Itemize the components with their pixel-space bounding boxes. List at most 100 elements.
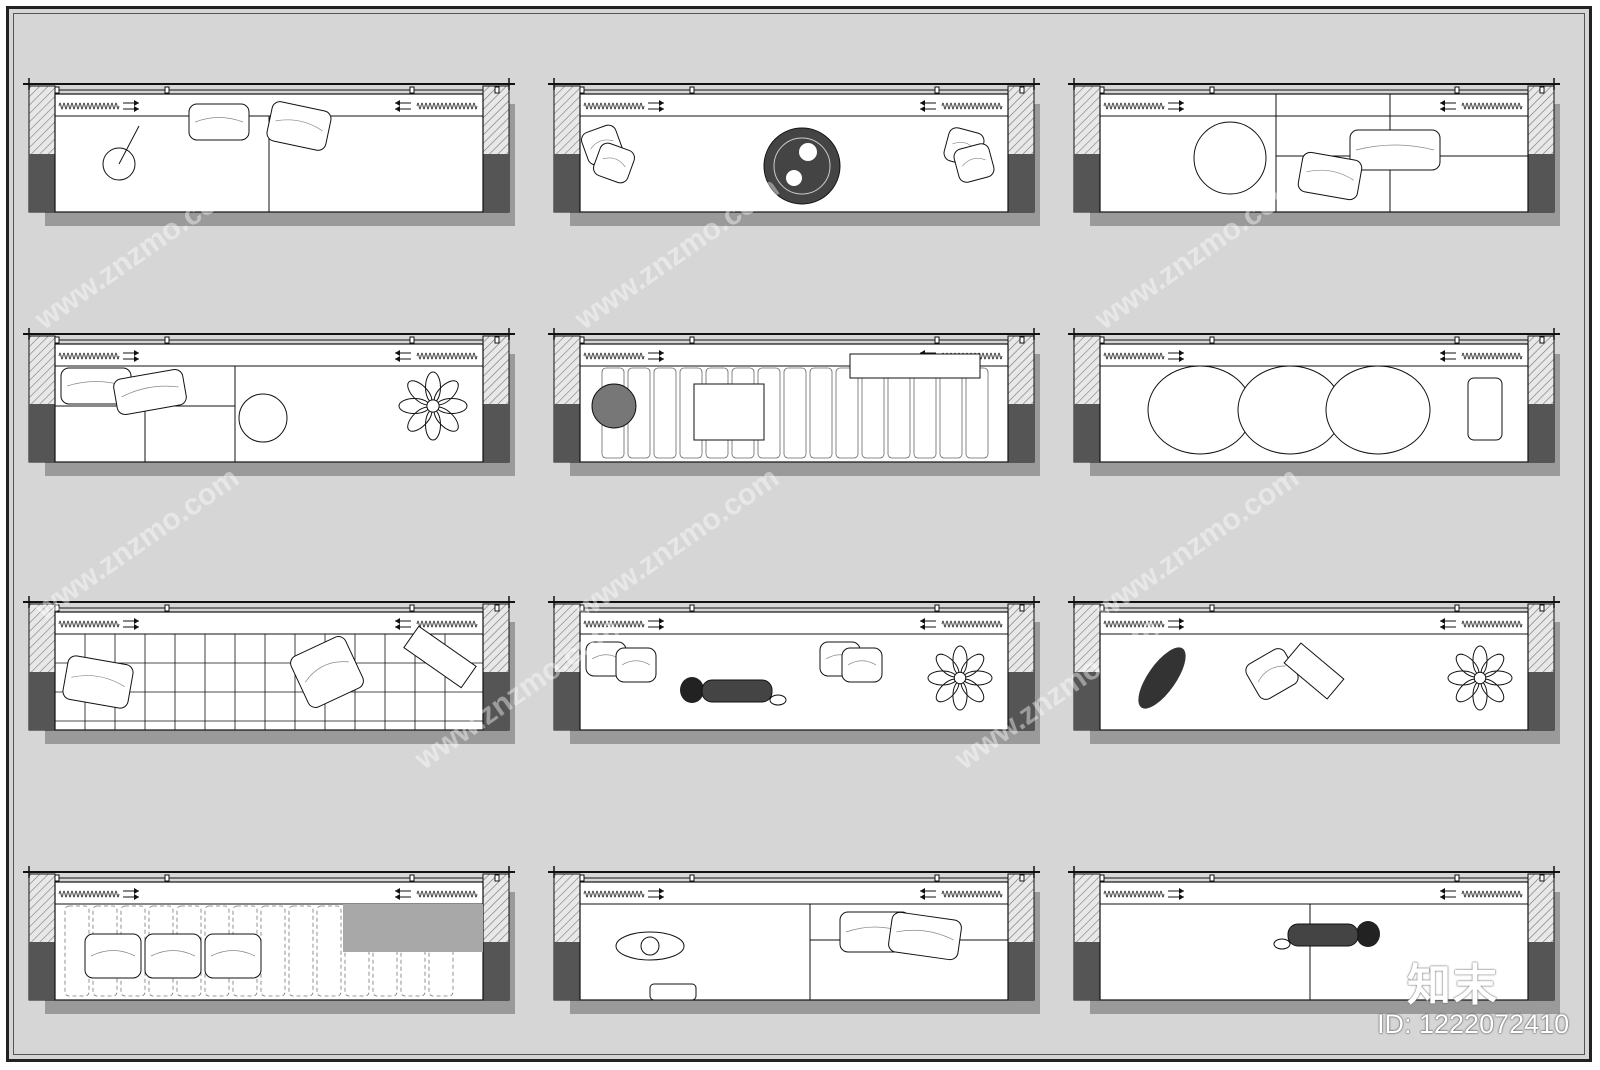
bed-slat bbox=[653, 367, 677, 459]
bed-slat bbox=[861, 367, 885, 459]
vent-arrow bbox=[1440, 888, 1445, 894]
pillow bbox=[615, 647, 657, 683]
rail-joint bbox=[54, 336, 60, 344]
right-wall-base bbox=[1008, 154, 1034, 212]
beanbag-cushion bbox=[1325, 365, 1431, 455]
bay-window-7 bbox=[23, 596, 515, 744]
vent-arrow bbox=[134, 106, 139, 112]
left-wall-base bbox=[554, 942, 580, 1000]
left-wall-base bbox=[29, 404, 55, 462]
bay-window-4 bbox=[23, 328, 515, 476]
vent-arrow bbox=[659, 888, 664, 894]
vent-arrow bbox=[1440, 106, 1445, 112]
rail-joint bbox=[1209, 86, 1215, 94]
rail-joint bbox=[1019, 604, 1025, 612]
pillow bbox=[266, 101, 332, 151]
vent-arrow bbox=[1440, 894, 1445, 900]
bed-slat bbox=[809, 367, 833, 459]
bay-window-drawings bbox=[23, 78, 1560, 1014]
tray-table bbox=[693, 383, 765, 441]
round-ottoman bbox=[1193, 121, 1267, 195]
left-wall-base bbox=[554, 154, 580, 212]
vent-arrow bbox=[659, 106, 664, 112]
potted-plant bbox=[398, 371, 468, 441]
rail-joint bbox=[1539, 86, 1545, 94]
bed-slat bbox=[965, 367, 989, 459]
radiator-coil bbox=[1461, 102, 1523, 110]
rail-joint bbox=[689, 86, 695, 94]
rail-joint bbox=[54, 874, 60, 882]
rail-joint bbox=[409, 874, 415, 882]
vent-arrow bbox=[920, 106, 925, 112]
bed-slat bbox=[913, 367, 937, 459]
left-wall-base bbox=[1074, 154, 1100, 212]
pillow bbox=[290, 636, 364, 708]
rail-joint bbox=[1539, 874, 1545, 882]
reclining-person bbox=[680, 677, 787, 706]
rail-joint bbox=[164, 604, 170, 612]
rail-joint bbox=[1019, 86, 1025, 94]
bay-window-10 bbox=[23, 866, 515, 1014]
rail-joint bbox=[409, 86, 415, 94]
radiator-coil bbox=[941, 102, 1003, 110]
book bbox=[403, 625, 477, 689]
rail-joint bbox=[409, 336, 415, 344]
radiator-coil bbox=[58, 620, 120, 628]
radiator-coil bbox=[1461, 352, 1523, 360]
pillow bbox=[62, 655, 134, 709]
radiator-coil bbox=[941, 890, 1003, 898]
rail-joint bbox=[579, 874, 585, 882]
left-wall-base bbox=[1074, 942, 1100, 1000]
long-cushion bbox=[849, 353, 981, 379]
vent-arrow bbox=[395, 100, 400, 106]
cup bbox=[799, 143, 817, 161]
vent-arrow bbox=[1179, 356, 1184, 362]
rail-joint bbox=[494, 86, 500, 94]
bay-window-12 bbox=[1068, 866, 1560, 1014]
radiator-coil bbox=[1103, 352, 1165, 360]
rail-joint bbox=[1099, 604, 1105, 612]
rail-joint bbox=[54, 604, 60, 612]
left-wall-base bbox=[554, 672, 580, 730]
vent-arrow bbox=[134, 356, 139, 362]
rail-joint bbox=[689, 336, 695, 344]
pillow bbox=[841, 647, 883, 683]
pillow bbox=[204, 933, 262, 979]
radiator-coil bbox=[583, 352, 645, 360]
radiator-coil bbox=[1461, 890, 1523, 898]
dashed-slat bbox=[288, 905, 314, 997]
vent-arrow bbox=[134, 100, 139, 106]
rail-joint bbox=[1454, 336, 1460, 344]
right-wall-base bbox=[1528, 942, 1554, 1000]
vent-arrow bbox=[1179, 894, 1184, 900]
rail-joint bbox=[934, 604, 940, 612]
rail-joint bbox=[494, 336, 500, 344]
game-controller bbox=[640, 936, 660, 956]
radiator-coil bbox=[1461, 620, 1523, 628]
rail-joint bbox=[1539, 336, 1545, 344]
vent-arrow bbox=[134, 888, 139, 894]
rail-joint bbox=[934, 874, 940, 882]
bed-slat bbox=[783, 367, 807, 459]
rail-joint bbox=[1454, 86, 1460, 94]
shaded-corner bbox=[343, 904, 483, 952]
reclining-person bbox=[1273, 921, 1380, 950]
radiator-coil bbox=[583, 620, 645, 628]
round-rattan-table bbox=[763, 127, 841, 205]
vent-arrow bbox=[134, 894, 139, 900]
bay-window-8 bbox=[548, 596, 1040, 744]
pillow bbox=[144, 933, 202, 979]
radiator-coil bbox=[58, 352, 120, 360]
right-wall-base bbox=[483, 942, 509, 1000]
rail-joint bbox=[409, 604, 415, 612]
book bbox=[1283, 642, 1345, 700]
round-striped-table bbox=[591, 383, 637, 429]
vent-arrow bbox=[395, 350, 400, 356]
image-id-label: ID: 1222072410 bbox=[1377, 1009, 1570, 1039]
vent-arrow bbox=[1179, 100, 1184, 106]
vent-arrow bbox=[395, 888, 400, 894]
beanbag-cushion bbox=[1147, 365, 1253, 455]
vent-arrow bbox=[1440, 100, 1445, 106]
vent-arrow bbox=[1179, 350, 1184, 356]
rail-joint bbox=[934, 86, 940, 94]
